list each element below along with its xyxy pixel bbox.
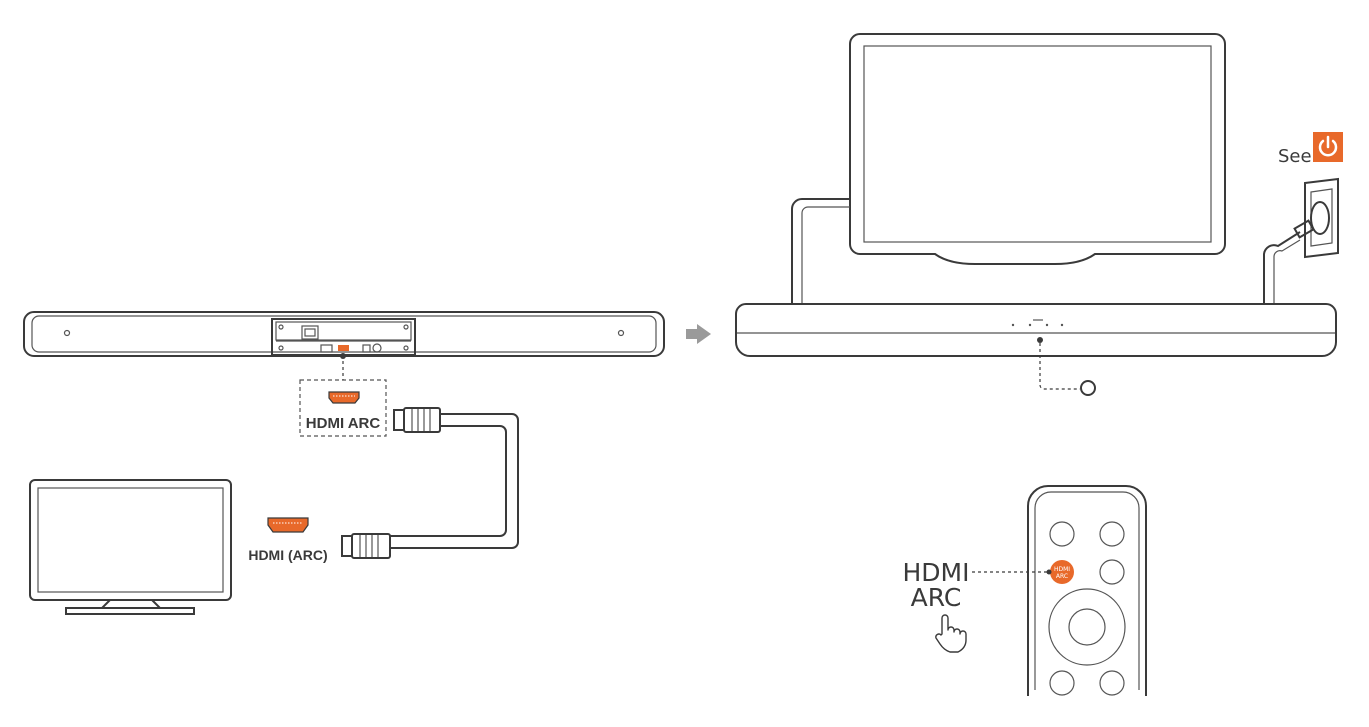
remote-control xyxy=(1027,485,1147,696)
tv-port-label: HDMI (ARC) xyxy=(248,547,327,563)
pointing-hand-icon xyxy=(935,614,967,653)
tv-hdmi-icon xyxy=(267,517,309,533)
remote-button-label-2: ARC xyxy=(1056,573,1068,580)
soundbar-port-label: HDMI ARC xyxy=(306,415,381,432)
hdmi-arc-port xyxy=(338,345,349,351)
remote-callout-line1: HDMI xyxy=(903,558,970,587)
see-label: See xyxy=(1278,146,1312,167)
right-arrow-icon xyxy=(686,324,711,344)
remote-hdmi-arc-button[interactable]: HDMI ARC xyxy=(1050,560,1074,584)
wall-outlet xyxy=(1293,177,1339,259)
soundbar-rear xyxy=(23,311,665,357)
remote-button-label-1: HDMI xyxy=(1054,566,1070,573)
television-left xyxy=(29,479,232,615)
remote-callout-line2: ARC xyxy=(911,583,962,612)
power-icon xyxy=(1313,132,1343,162)
ir-sensor-callout xyxy=(1080,380,1096,396)
hdmi-arc-callout-box xyxy=(299,379,387,437)
hdmi-icon xyxy=(328,391,360,404)
hdmi-cable xyxy=(341,407,519,559)
soundbar-front xyxy=(735,303,1337,357)
television-right xyxy=(849,33,1226,265)
